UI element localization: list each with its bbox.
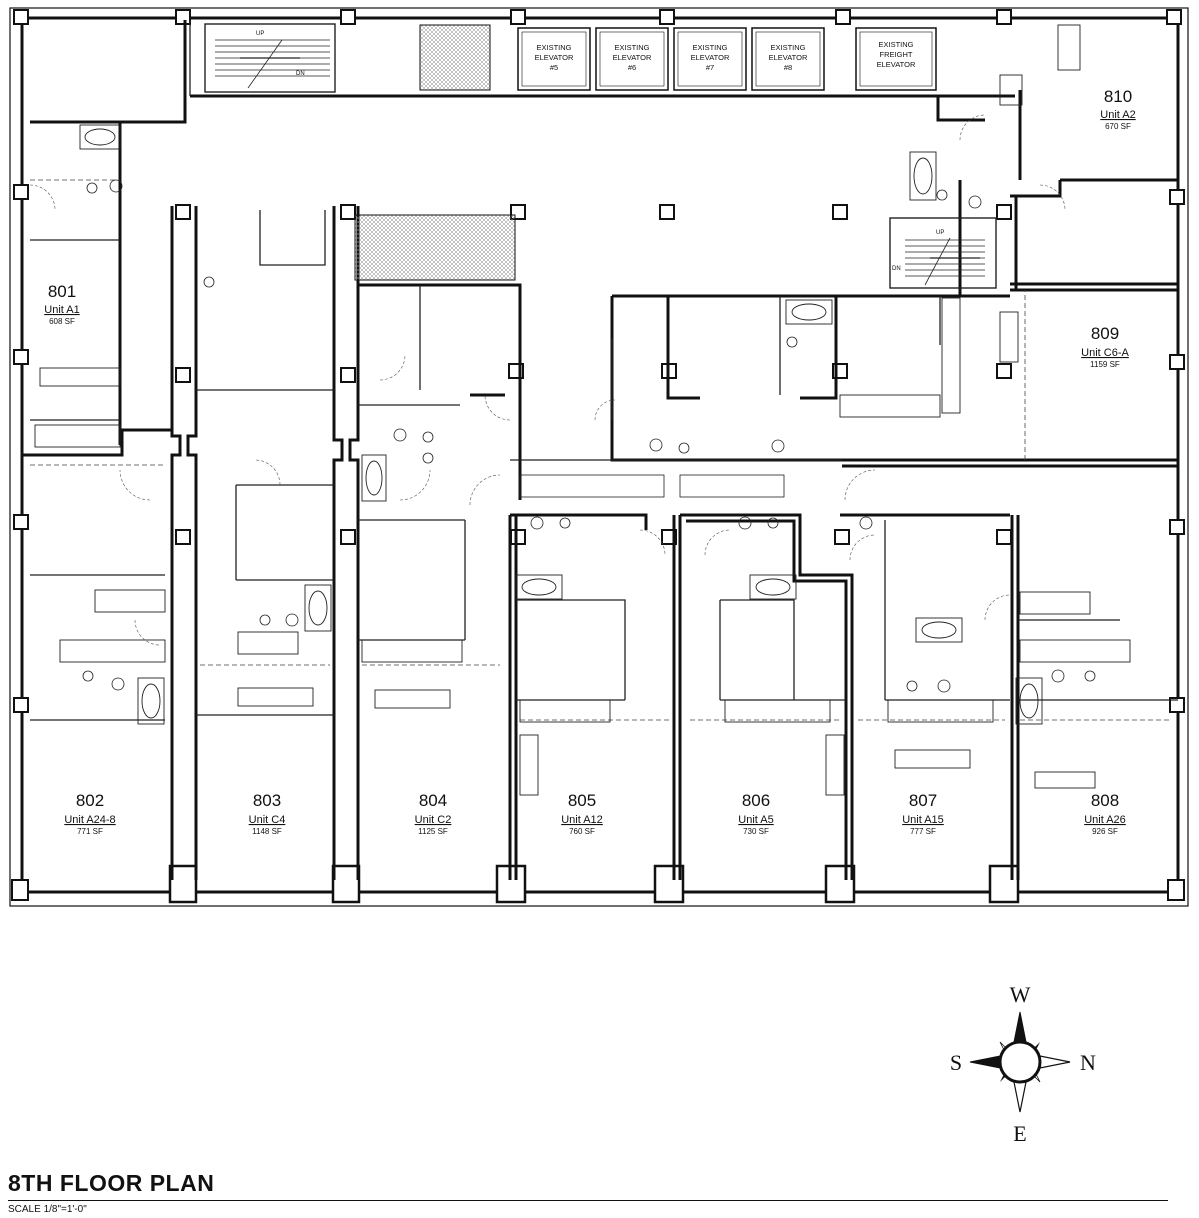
unit-810-label: 810 Unit A2 670 SF [1100, 87, 1135, 131]
door-swings [29, 114, 1066, 646]
elevator-8-label-2: ELEVATOR [769, 53, 808, 62]
unit-number: 806 [742, 791, 770, 810]
kitchen-counters [34, 24, 1131, 796]
unit-type: Unit A5 [738, 814, 773, 826]
compass-rose: W E S N [950, 982, 1096, 1146]
unit-area: 771 SF [77, 827, 103, 836]
unit-805-label: 805 Unit A12 760 SF [561, 791, 603, 836]
elevator-bank [517, 27, 937, 91]
unit-type: Unit A2 [1100, 109, 1135, 121]
interior-columns [175, 204, 1012, 545]
unit-number: 809 [1091, 324, 1119, 343]
unit-area: 777 SF [910, 827, 936, 836]
elevator-7-label-3: #7 [706, 63, 714, 72]
unit-801-label: 801 Unit A1 608 SF [44, 282, 79, 326]
unit-type: Unit A24-8 [64, 814, 115, 826]
elevator-labels: EXISTING ELEVATOR #5 EXISTING ELEVATOR #… [535, 40, 916, 72]
unit-area: 926 SF [1092, 827, 1118, 836]
south-columns [168, 864, 1020, 904]
unit-demising-walls [22, 20, 1178, 880]
unit-type: Unit C2 [415, 814, 452, 826]
elevator-6-label-3: #6 [628, 63, 636, 72]
elevator-5-label-3: #5 [550, 63, 558, 72]
unit-area: 670 SF [1105, 122, 1131, 131]
unit-area: 760 SF [569, 827, 595, 836]
stair-west-up-label: UP [256, 31, 264, 37]
unit-type: Unit C4 [249, 814, 286, 826]
elevator-7-label-2: ELEVATOR [691, 53, 730, 62]
unit-804-label: 804 Unit C2 1125 SF [415, 791, 452, 836]
unit-type: Unit A26 [1084, 814, 1126, 826]
corridor-fixtures [519, 474, 785, 498]
compass-bottom-letter: E [1013, 1121, 1026, 1146]
unit-area: 730 SF [743, 827, 769, 836]
elevator-8-label-1: EXISTING [770, 43, 805, 52]
unit-type: Unit C6-A [1081, 347, 1129, 359]
unit-area: 1125 SF [418, 827, 448, 836]
unit-number: 808 [1091, 791, 1119, 810]
stair-west-down-label: DN [296, 71, 305, 77]
elevator-6-label-2: ELEVATOR [613, 53, 652, 62]
compass-center-ring [998, 1040, 1042, 1084]
unit-area: 608 SF [49, 317, 75, 326]
stair-east-down-label: DN [892, 266, 901, 272]
unit-number: 804 [419, 791, 447, 810]
unit-number: 802 [76, 791, 104, 810]
unit-number: 801 [48, 282, 76, 301]
unit-type: Unit A12 [561, 814, 603, 826]
unit-number: 803 [253, 791, 281, 810]
elevator-6-label-1: EXISTING [614, 43, 649, 52]
stair-east [889, 217, 997, 289]
freight-elevator-label-1: EXISTING [878, 40, 913, 49]
drawing-scale: SCALE 1/8"=1'-0" [8, 1204, 87, 1215]
floor-plan-drawing: EXISTING ELEVATOR #5 EXISTING ELEVATOR #… [9, 7, 1189, 1146]
compass-top-letter: W [1010, 982, 1031, 1007]
compass-left-letter: S [950, 1050, 962, 1075]
unit-807-label: 807 Unit A15 777 SF [902, 791, 944, 836]
drawing-title: 8TH FLOOR PLAN [8, 1170, 215, 1196]
freight-elevator-label-2: FREIGHT [880, 50, 913, 59]
dashed-soffit-lines [30, 179, 1170, 721]
unit-803-label: 803 Unit C4 1148 SF [249, 791, 286, 836]
title-underline [8, 1200, 1168, 1201]
mechanical-shafts [354, 24, 516, 281]
bathtubs [79, 124, 1043, 725]
compass-right-letter: N [1080, 1050, 1096, 1075]
unit-802-label: 802 Unit A24-8 771 SF [64, 791, 115, 836]
unit-area: 1148 SF [252, 827, 282, 836]
unit-806-label: 806 Unit A5 730 SF [738, 791, 773, 836]
stair-west [204, 23, 336, 93]
stair-east-up-label: UP [936, 230, 944, 236]
unit-number: 805 [568, 791, 596, 810]
elevator-5-label-1: EXISTING [536, 43, 571, 52]
elevator-7-label-1: EXISTING [692, 43, 727, 52]
elevator-8-label-3: #8 [784, 63, 792, 72]
unit-labels: 801 Unit A1 608 SF 802 Unit A24-8 771 SF… [44, 87, 1135, 836]
freight-elevator-label-3: ELEVATOR [877, 60, 916, 69]
unit-number: 807 [909, 791, 937, 810]
unit-type: Unit A1 [44, 304, 79, 316]
elevator-5-label-2: ELEVATOR [535, 53, 574, 62]
unit-number: 810 [1104, 87, 1132, 106]
unit-808-label: 808 Unit A26 926 SF [1084, 791, 1126, 836]
exterior-columns [11, 9, 1185, 901]
unit-809-label: 809 Unit C6-A 1159 SF [1081, 324, 1129, 369]
unit-type: Unit A15 [902, 814, 944, 826]
plumbing-fixtures [82, 179, 1096, 693]
unit-area: 1159 SF [1090, 360, 1120, 369]
